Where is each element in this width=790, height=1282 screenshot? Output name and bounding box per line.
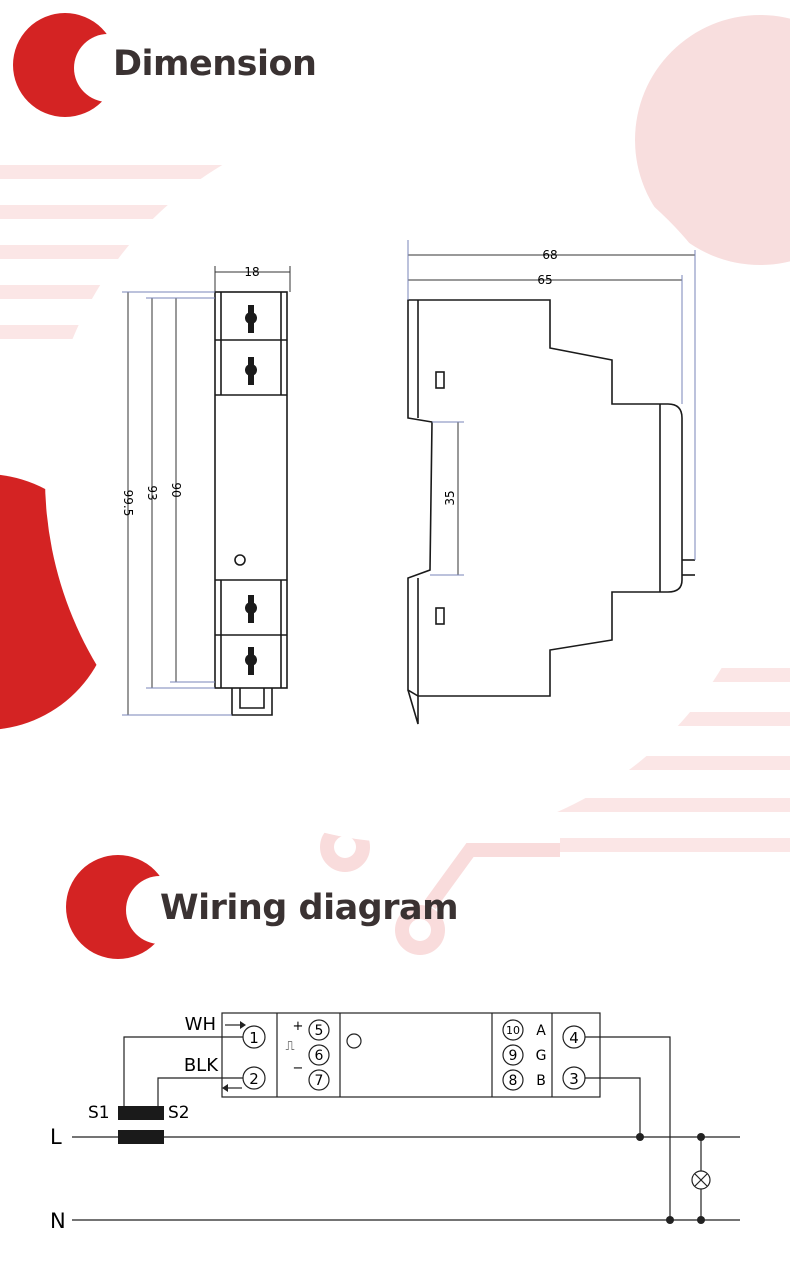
terminal-2: 2 (249, 1070, 259, 1088)
dim-side-w1: 68 (542, 248, 557, 262)
wire-details (222, 1021, 705, 1224)
s2-label: S2 (168, 1103, 190, 1123)
dim-side-rail: 35 (443, 490, 457, 505)
pulse-minus: − (293, 1061, 304, 1076)
wiring-circle-white (126, 876, 194, 944)
side-view (407, 299, 695, 725)
dim-front-h3: 90 (169, 482, 183, 497)
terminal-7: 7 (315, 1073, 324, 1089)
s1-label: S1 (88, 1103, 110, 1123)
front-view (214, 291, 288, 716)
dimension-circle-white (74, 34, 142, 102)
blk-label: BLK (184, 1055, 219, 1076)
wh-label: WH (185, 1014, 216, 1035)
rs485-b: B (536, 1073, 546, 1089)
terminal-8: 8 (509, 1073, 518, 1089)
terminal-6: 6 (315, 1048, 324, 1064)
current-transformer (118, 1106, 164, 1144)
pulse-plus: + (293, 1019, 304, 1034)
wires (72, 1024, 740, 1221)
terminal-10: 10 (506, 1024, 520, 1037)
wiring-heading: Wiring diagram (160, 888, 459, 928)
side-dimension-lines (407, 240, 696, 576)
dim-front-width: 18 (244, 265, 259, 279)
white-disc (45, 113, 775, 843)
dim-front-h1: 99.5 (121, 490, 135, 517)
pulse-symbol: ⎍ (285, 1039, 294, 1054)
meter-body (221, 1012, 601, 1098)
dim-front-h2: 93 (145, 485, 159, 500)
rs485-g: G (536, 1048, 547, 1064)
terminal-3: 3 (569, 1070, 579, 1088)
terminal-9: 9 (509, 1048, 518, 1064)
dimension-heading: Dimension (113, 44, 317, 84)
line-l-label: L (50, 1125, 62, 1149)
stripe-pattern-left (0, 165, 240, 339)
rs485-a: A (536, 1023, 546, 1039)
terminal-5: 5 (315, 1023, 324, 1039)
terminal-1: 1 (249, 1029, 259, 1047)
front-screws (245, 305, 257, 675)
front-dimension-lines (122, 266, 291, 716)
dim-side-w2: 65 (537, 273, 552, 287)
pink-blob-top-right (635, 15, 790, 265)
terminal-4: 4 (569, 1029, 579, 1047)
line-n-label: N (50, 1209, 66, 1233)
